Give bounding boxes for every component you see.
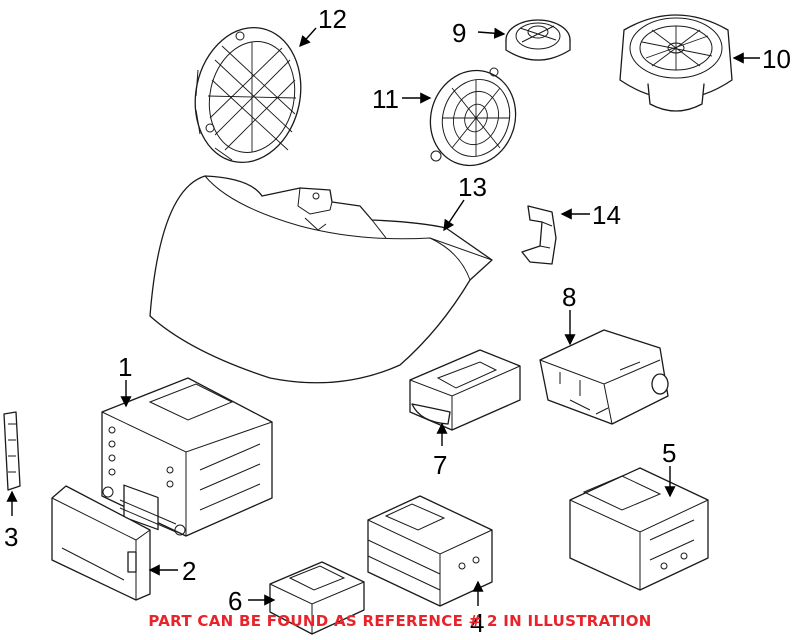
callout-labels: 12 9 10 11 13 14 8 7 1 2 3 6 4 5 bbox=[4, 4, 791, 638]
callout-10: 10 bbox=[762, 44, 791, 74]
callout-1: 1 bbox=[118, 352, 132, 382]
part-4-module bbox=[367, 495, 493, 607]
callout-11: 11 bbox=[372, 84, 399, 114]
part-11-speaker bbox=[429, 67, 517, 167]
part-7-changer bbox=[409, 349, 521, 431]
callout-3: 3 bbox=[4, 522, 18, 552]
callout-6: 6 bbox=[228, 586, 242, 616]
callout-13: 13 bbox=[458, 172, 487, 202]
part-1-head-unit bbox=[101, 377, 273, 537]
part-6-box bbox=[269, 561, 365, 635]
part-2-control-module bbox=[51, 485, 151, 601]
callout-8: 8 bbox=[562, 282, 576, 312]
part-5-cage bbox=[569, 467, 709, 591]
reference-notice: PART CAN BE FOUND AS REFERENCE # 2 IN IL… bbox=[148, 612, 652, 630]
part-12-speaker bbox=[194, 26, 302, 164]
leader-lines bbox=[6, 27, 760, 606]
callout-5: 5 bbox=[662, 438, 676, 468]
part-3-bracket bbox=[3, 411, 21, 491]
part-10-speaker bbox=[619, 14, 733, 112]
callout-7: 7 bbox=[433, 450, 447, 480]
callout-14: 14 bbox=[592, 200, 621, 230]
part-9-tweeter bbox=[505, 19, 571, 61]
callout-4: 4 bbox=[470, 608, 484, 638]
part-13-package-tray bbox=[149, 175, 493, 384]
callout-9: 9 bbox=[452, 18, 466, 48]
part-8-module bbox=[539, 329, 669, 425]
callout-2: 2 bbox=[182, 556, 196, 586]
callout-12: 12 bbox=[318, 4, 347, 34]
part-14-bracket bbox=[521, 205, 557, 265]
